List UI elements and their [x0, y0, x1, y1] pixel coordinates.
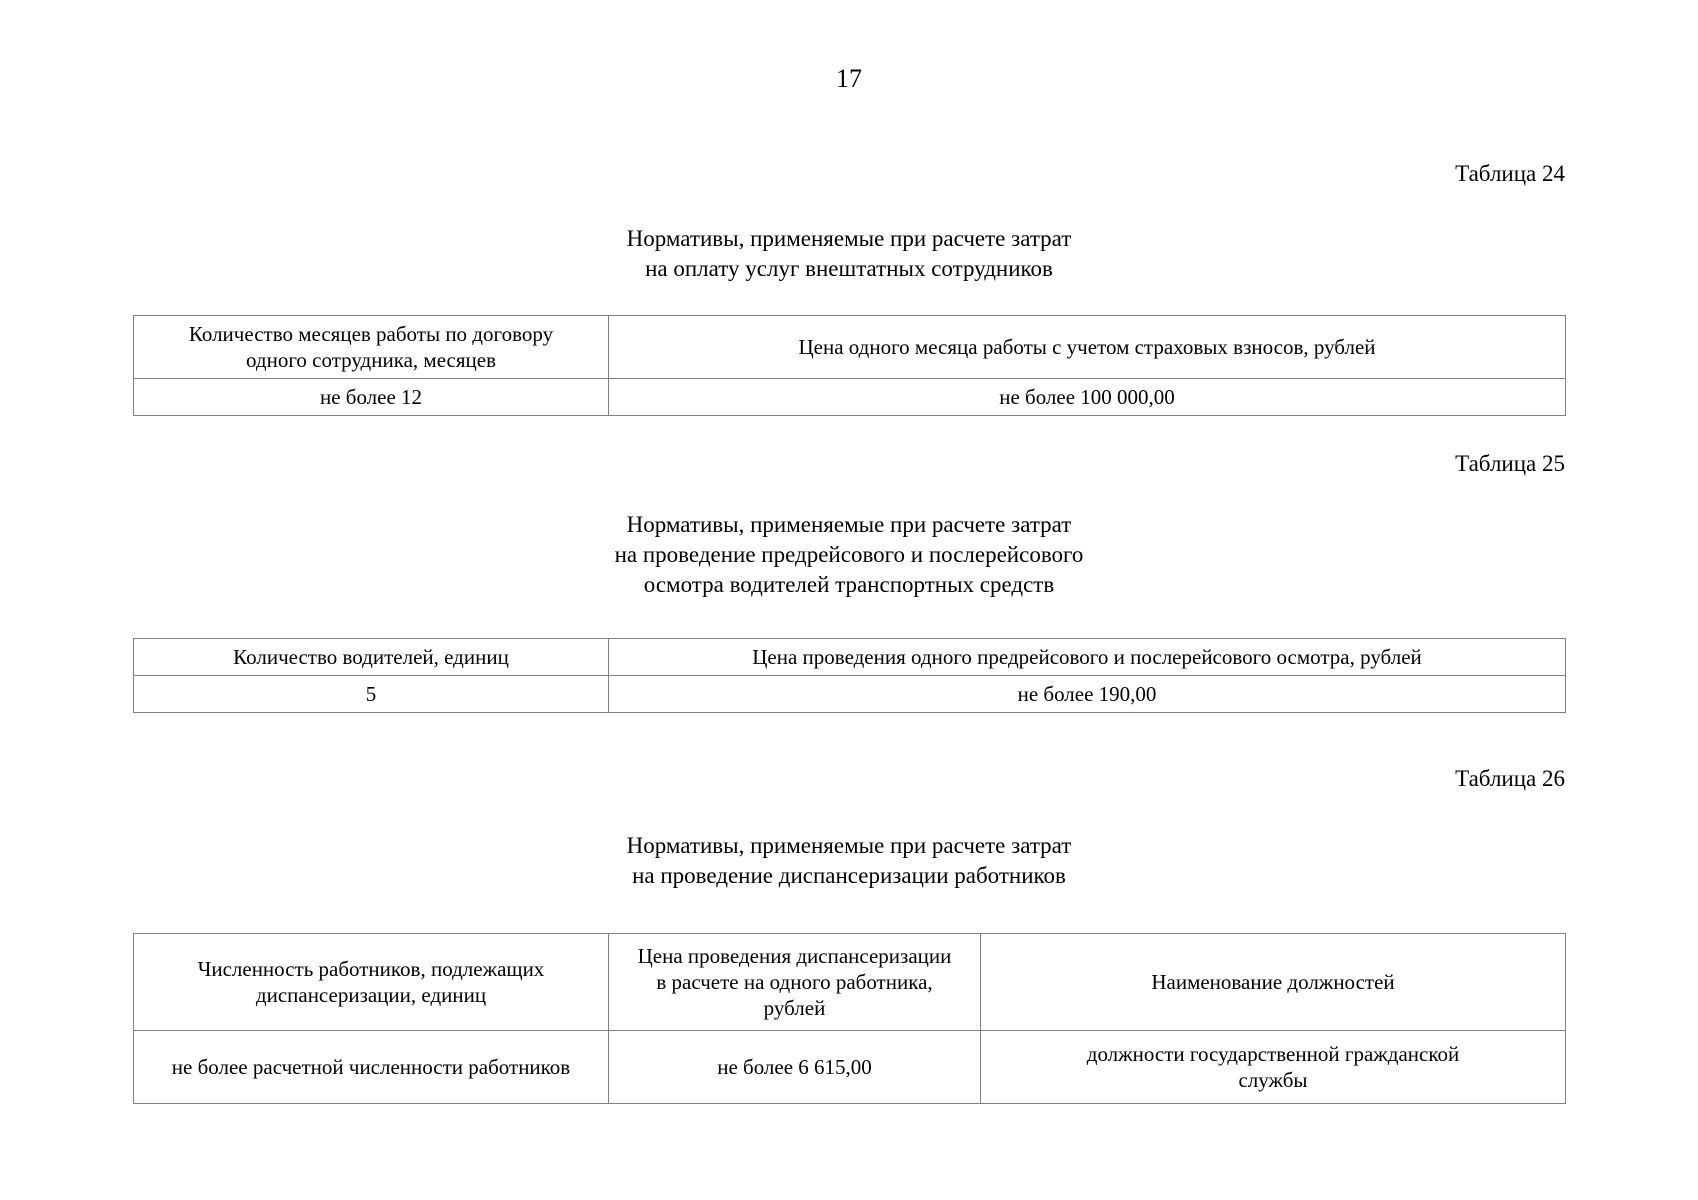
table-row: Количество месяцев работы по договору од… — [133, 315, 1566, 379]
table-24: Количество месяцев работы по договору од… — [133, 315, 1566, 416]
table-24-header-cell-1-line-1: Количество месяцев работы по договору — [188, 322, 554, 346]
table-26-header-cell-2: Цена проведения диспансеризации в расчет… — [608, 933, 981, 1031]
table-title-25-line-2: на проведение предрейсового и послерейсо… — [614, 542, 1084, 567]
table-26-cell-r1c1-line-1: не более расчетной численности работнико… — [171, 1055, 571, 1079]
table-25-header-cell-1: Количество водителей, единиц — [133, 638, 609, 676]
table-26-header-cell-2-line-1: Цена проведения диспансеризации — [637, 944, 952, 968]
table-title-26-line-1: Нормативы, применяемые при расчете затра… — [626, 833, 1072, 858]
table-24-cell-r1c2-line-1: не более 100 000,00 — [999, 385, 1175, 409]
table-26-cell-r1c3: должности государственной гражданской сл… — [980, 1030, 1566, 1104]
table-title-25-line-3: осмотра водителей транспортных средств — [643, 572, 1055, 597]
table-25-cell-r1c1: 5 — [133, 675, 609, 713]
table-24-cell-r1c2: не более 100 000,00 — [608, 378, 1566, 416]
table-26-header-cell-2-line-2: в расчете на одного работника, — [656, 970, 933, 994]
table-25-header-cell-1-line-1: Количество водителей, единиц — [233, 645, 509, 669]
table-24-header-cell-1: Количество месяцев работы по договору од… — [133, 315, 609, 379]
table-24-header-cell-2-line-1: Цена одного месяца работы с учетом страх… — [798, 335, 1376, 359]
table-title-24-line-2: на оплату услуг внештатных сотрудников — [645, 256, 1053, 281]
table-26-header-cell-2-line-3: рублей — [763, 996, 826, 1020]
table-26-cell-r1c2-line-1: не более 6 615,00 — [717, 1055, 872, 1079]
table-title-25-line-1: Нормативы, применяемые при расчете затра… — [626, 512, 1072, 537]
table-title-25: Нормативы, применяемые при расчете затра… — [133, 510, 1565, 600]
table-row: не более 12 не более 100 000,00 — [133, 378, 1566, 416]
table-25-cell-r1c2: не более 190,00 — [608, 675, 1566, 713]
table-row: Количество водителей, единиц Цена провед… — [133, 638, 1566, 676]
table-26-header-cell-1-line-1: Численность работников, подлежащих — [197, 957, 545, 981]
table-title-26: Нормативы, применяемые при расчете затра… — [133, 831, 1565, 891]
table-25-cell-r1c1-line-1: 5 — [365, 682, 377, 706]
table-26-header-cell-3-line-1: Наименование должностей — [1151, 970, 1395, 994]
table-25: Количество водителей, единиц Цена провед… — [133, 638, 1566, 713]
table-26-cell-r1c1: не более расчетной численности работнико… — [133, 1030, 609, 1104]
table-26: Численность работников, подлежащих диспа… — [133, 933, 1566, 1104]
table-25-cell-r1c2-line-1: не более 190,00 — [1017, 682, 1157, 706]
table-24-header-cell-1-line-2: одного сотрудника, месяцев — [246, 348, 496, 372]
table-26-header-cell-3: Наименование должностей — [980, 933, 1566, 1031]
table-25-header-cell-2: Цена проведения одного предрейсового и п… — [608, 638, 1566, 676]
page-number: 17 — [836, 64, 862, 93]
table-label-24: Таблица 24 — [1455, 161, 1565, 186]
table-row: 5 не более 190,00 — [133, 675, 1566, 713]
table-26-header-cell-1-line-2: диспансеризации, единиц — [255, 983, 487, 1007]
table-24-cell-r1c1: не более 12 — [133, 378, 609, 416]
table-25-header-cell-2-line-1: Цена проведения одного предрейсового и п… — [752, 645, 1422, 669]
table-title-24: Нормативы, применяемые при расчете затра… — [133, 224, 1565, 284]
table-row: Численность работников, подлежащих диспа… — [133, 933, 1566, 1031]
table-26-cell-r1c3-line-1: должности государственной гражданской — [1086, 1042, 1460, 1066]
document-content: Таблица 24 Нормативы, применяемые при ра… — [133, 0, 1566, 1104]
table-row: не более расчетной численности работнико… — [133, 1030, 1566, 1104]
table-24-header-cell-2: Цена одного месяца работы с учетом страх… — [608, 315, 1566, 379]
table-24-cell-r1c1-line-1: не более 12 — [319, 385, 423, 409]
table-26-cell-r1c3-line-2: службы — [1238, 1068, 1308, 1092]
table-label-26: Таблица 26 — [1455, 766, 1565, 791]
table-title-26-line-2: на проведение диспансеризации работников — [632, 863, 1066, 888]
table-title-24-line-1: Нормативы, применяемые при расчете затра… — [626, 226, 1072, 251]
table-26-header-cell-1: Численность работников, подлежащих диспа… — [133, 933, 609, 1031]
table-26-cell-r1c2: не более 6 615,00 — [608, 1030, 981, 1104]
table-label-25: Таблица 25 — [1455, 451, 1565, 476]
